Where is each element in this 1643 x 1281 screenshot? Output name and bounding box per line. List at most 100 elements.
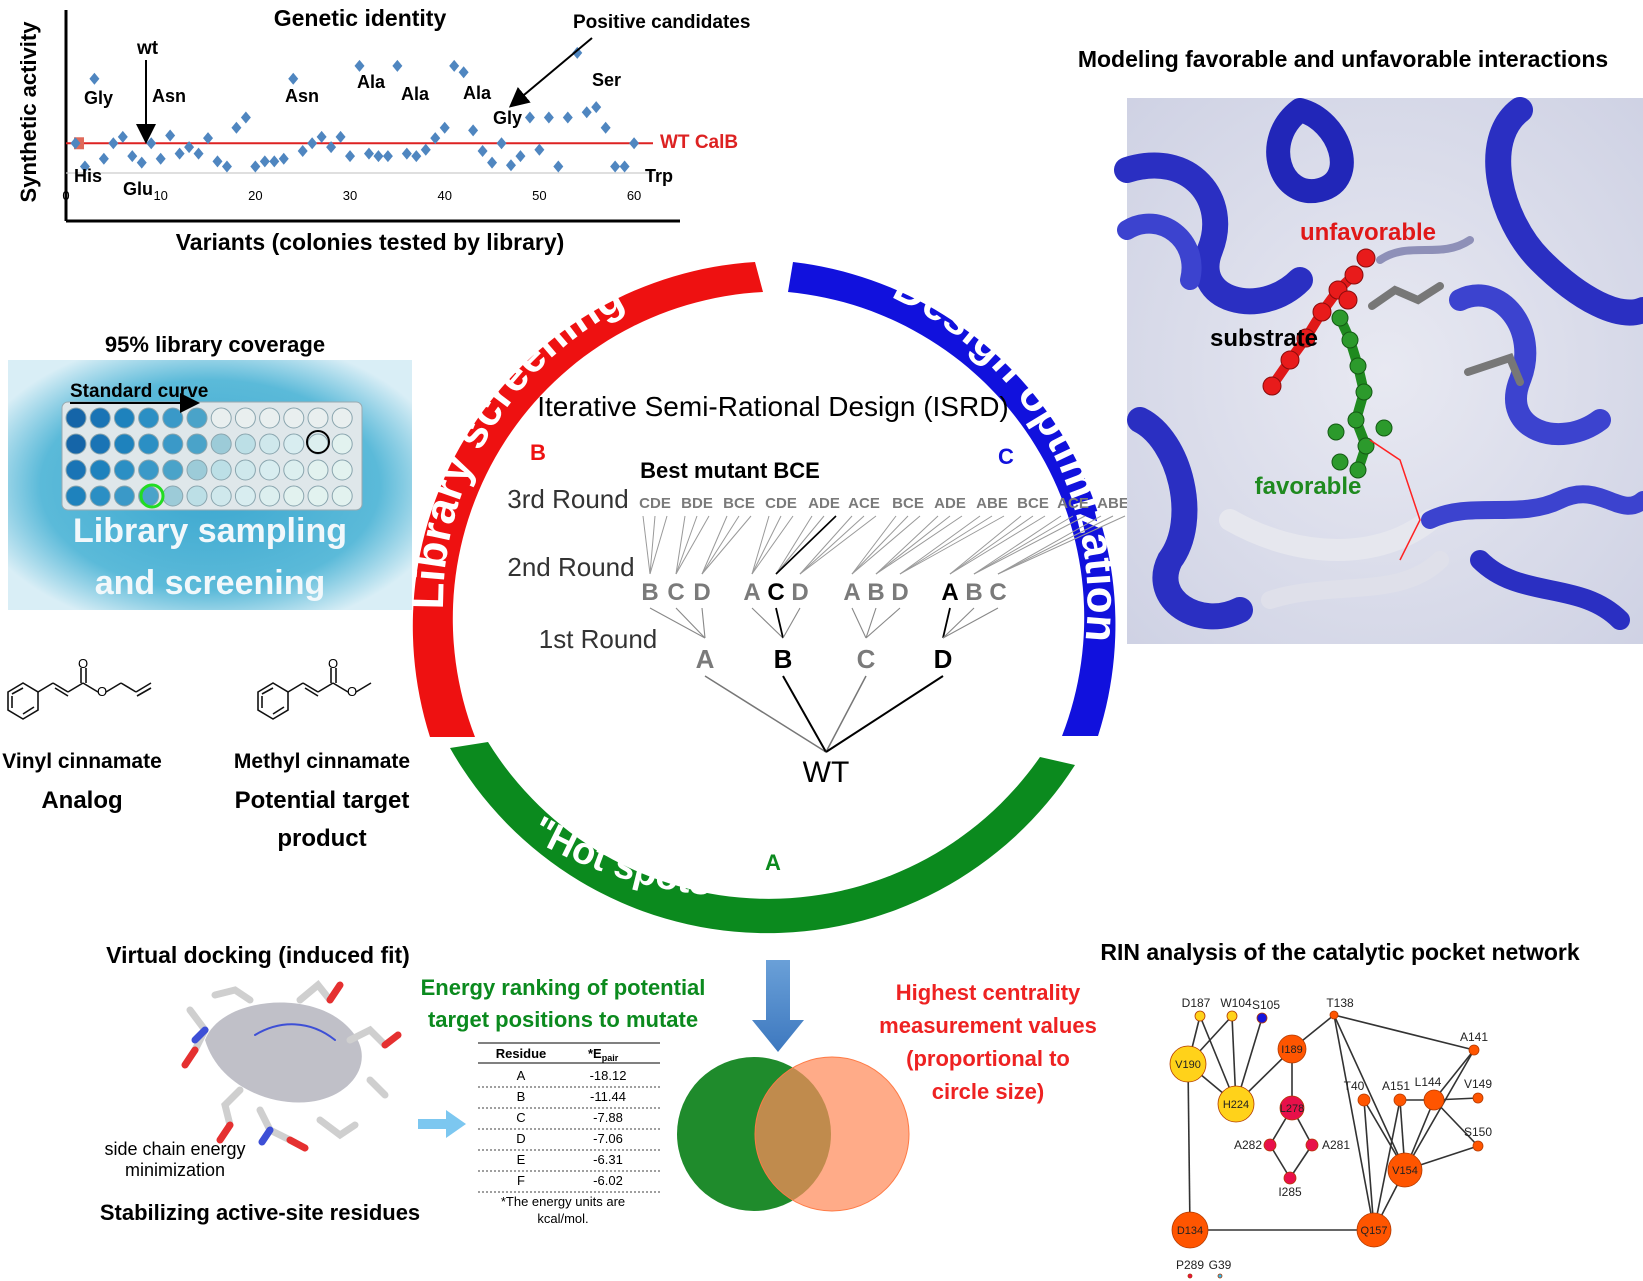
methyl-carbonyl-o: O xyxy=(328,656,338,671)
energy-footnote-line-1: *The energy units are xyxy=(501,1194,625,1209)
rin-node-label: L278 xyxy=(1280,1103,1304,1115)
protein-ribbons xyxy=(1114,97,1643,630)
tree-edge xyxy=(751,515,794,575)
centrality-line-4: circle size) xyxy=(932,1079,1045,1104)
scatter-point xyxy=(165,129,176,142)
tree-edge xyxy=(899,515,1005,575)
rin-node xyxy=(1423,1089,1445,1111)
round-2-node: B xyxy=(867,579,884,606)
rin-edge xyxy=(1289,1144,1313,1179)
rin-edge xyxy=(1333,1014,1475,1051)
round-2-node: C xyxy=(667,579,684,606)
plate-title: 95% library coverage xyxy=(105,332,325,357)
table-cell-energy: -11.44 xyxy=(590,1089,626,1104)
table-cell-residue: A xyxy=(517,1068,526,1083)
rin-node xyxy=(1217,1273,1223,1279)
plate-overlay-line-2: and screening xyxy=(95,564,326,602)
residue-label-gly-2: Gly xyxy=(493,108,522,128)
plate-well xyxy=(259,459,281,481)
tree-edge xyxy=(949,515,1034,575)
plate-well xyxy=(113,485,135,507)
tree-edge xyxy=(701,515,740,575)
scatter-point xyxy=(534,143,545,156)
round-2-node: A xyxy=(743,579,760,606)
scatter-point xyxy=(297,145,308,158)
library-screening-arc xyxy=(412,262,763,737)
favorable-atom xyxy=(1331,453,1349,471)
rin-node-label: V190 xyxy=(1175,1059,1201,1071)
docking-footer: Stabilizing active-site residues xyxy=(100,1200,420,1225)
tree-edge xyxy=(949,515,1022,575)
table-cell-residue: C xyxy=(516,1110,525,1125)
round-3-node: ACE xyxy=(848,495,880,512)
plate-well xyxy=(234,407,256,429)
tree-edge xyxy=(875,515,939,575)
plate-well xyxy=(210,433,232,455)
table-cell-energy: -7.88 xyxy=(593,1110,623,1125)
round-3-node: ADE xyxy=(934,495,966,512)
round-1-node: C xyxy=(857,644,876,674)
rin-node xyxy=(1171,1211,1209,1249)
vinyl-cinnamate-structure xyxy=(7,668,152,720)
favorable-atom xyxy=(1357,437,1375,455)
rin-node-label: I189 xyxy=(1281,1044,1302,1056)
plate-well xyxy=(186,433,208,455)
centrality-line-1: Highest centrality xyxy=(896,980,1081,1005)
tree-edge xyxy=(949,515,1046,575)
scatter-point xyxy=(203,132,214,145)
vinyl-cinnamate-name: Vinyl cinnamate xyxy=(2,750,162,773)
plate-well xyxy=(186,407,208,429)
plate-well xyxy=(234,433,256,455)
plate-well xyxy=(283,459,305,481)
rin-node xyxy=(1279,1095,1305,1121)
scatter-point xyxy=(136,156,147,169)
rin-node-label: V154 xyxy=(1392,1165,1418,1177)
letter-a: A xyxy=(765,850,781,875)
tree-edge xyxy=(851,515,897,575)
scatter-point xyxy=(392,59,403,72)
table-cell-residue: D xyxy=(516,1131,525,1146)
scatter-point xyxy=(127,150,138,163)
negative-well-marker xyxy=(306,430,330,454)
residue-label-asn-1: Asn xyxy=(152,86,186,106)
plate-well xyxy=(210,407,232,429)
rin-node-label: A141 xyxy=(1460,1030,1488,1044)
wt-calb-label: WT CalB xyxy=(660,132,738,153)
unfavorable-atom xyxy=(1280,350,1300,370)
tree-edge xyxy=(942,607,999,639)
scatter-point xyxy=(240,111,251,124)
round-2-label: 2nd Round xyxy=(507,552,634,582)
rin-node-label: D134 xyxy=(1177,1225,1203,1237)
rin-node xyxy=(1226,1010,1238,1022)
scatter-point xyxy=(231,121,242,134)
table-cell-residue: E xyxy=(517,1152,526,1167)
substrate-atoms xyxy=(1262,248,1393,479)
rin-node xyxy=(1329,1010,1339,1020)
tree-edge xyxy=(775,515,837,575)
docking-panel: Virtual docking (induced fit) side chain… xyxy=(100,942,466,1225)
plate-well xyxy=(113,459,135,481)
scatter-point xyxy=(89,72,100,85)
tree-edge xyxy=(799,515,877,575)
plate-well xyxy=(186,485,208,507)
table-cell-energy: -6.31 xyxy=(593,1152,623,1167)
favorable-atom xyxy=(1349,461,1367,479)
tree-edge xyxy=(649,607,706,639)
chart-y-axis-label: Synthetic activity xyxy=(16,21,41,203)
standard-curve-label: Standard curve xyxy=(70,381,208,402)
scatter-point xyxy=(184,141,195,154)
scatter-point xyxy=(411,150,422,163)
modeling-title: Modeling favorable and unfavorable inter… xyxy=(1078,46,1608,72)
rin-node xyxy=(1283,1171,1297,1185)
round-2-node: B xyxy=(641,579,658,606)
plate-well xyxy=(283,407,305,429)
docking-note-line-1: side chain energy xyxy=(104,1139,245,1159)
venn-arrow xyxy=(752,960,804,1052)
rin-edge xyxy=(1373,1099,1401,1231)
tree-edge xyxy=(825,675,867,753)
plate-well xyxy=(331,485,353,507)
unfavorable-atom xyxy=(1312,302,1332,322)
scatter-point xyxy=(505,159,516,172)
scatter-point xyxy=(382,150,393,163)
